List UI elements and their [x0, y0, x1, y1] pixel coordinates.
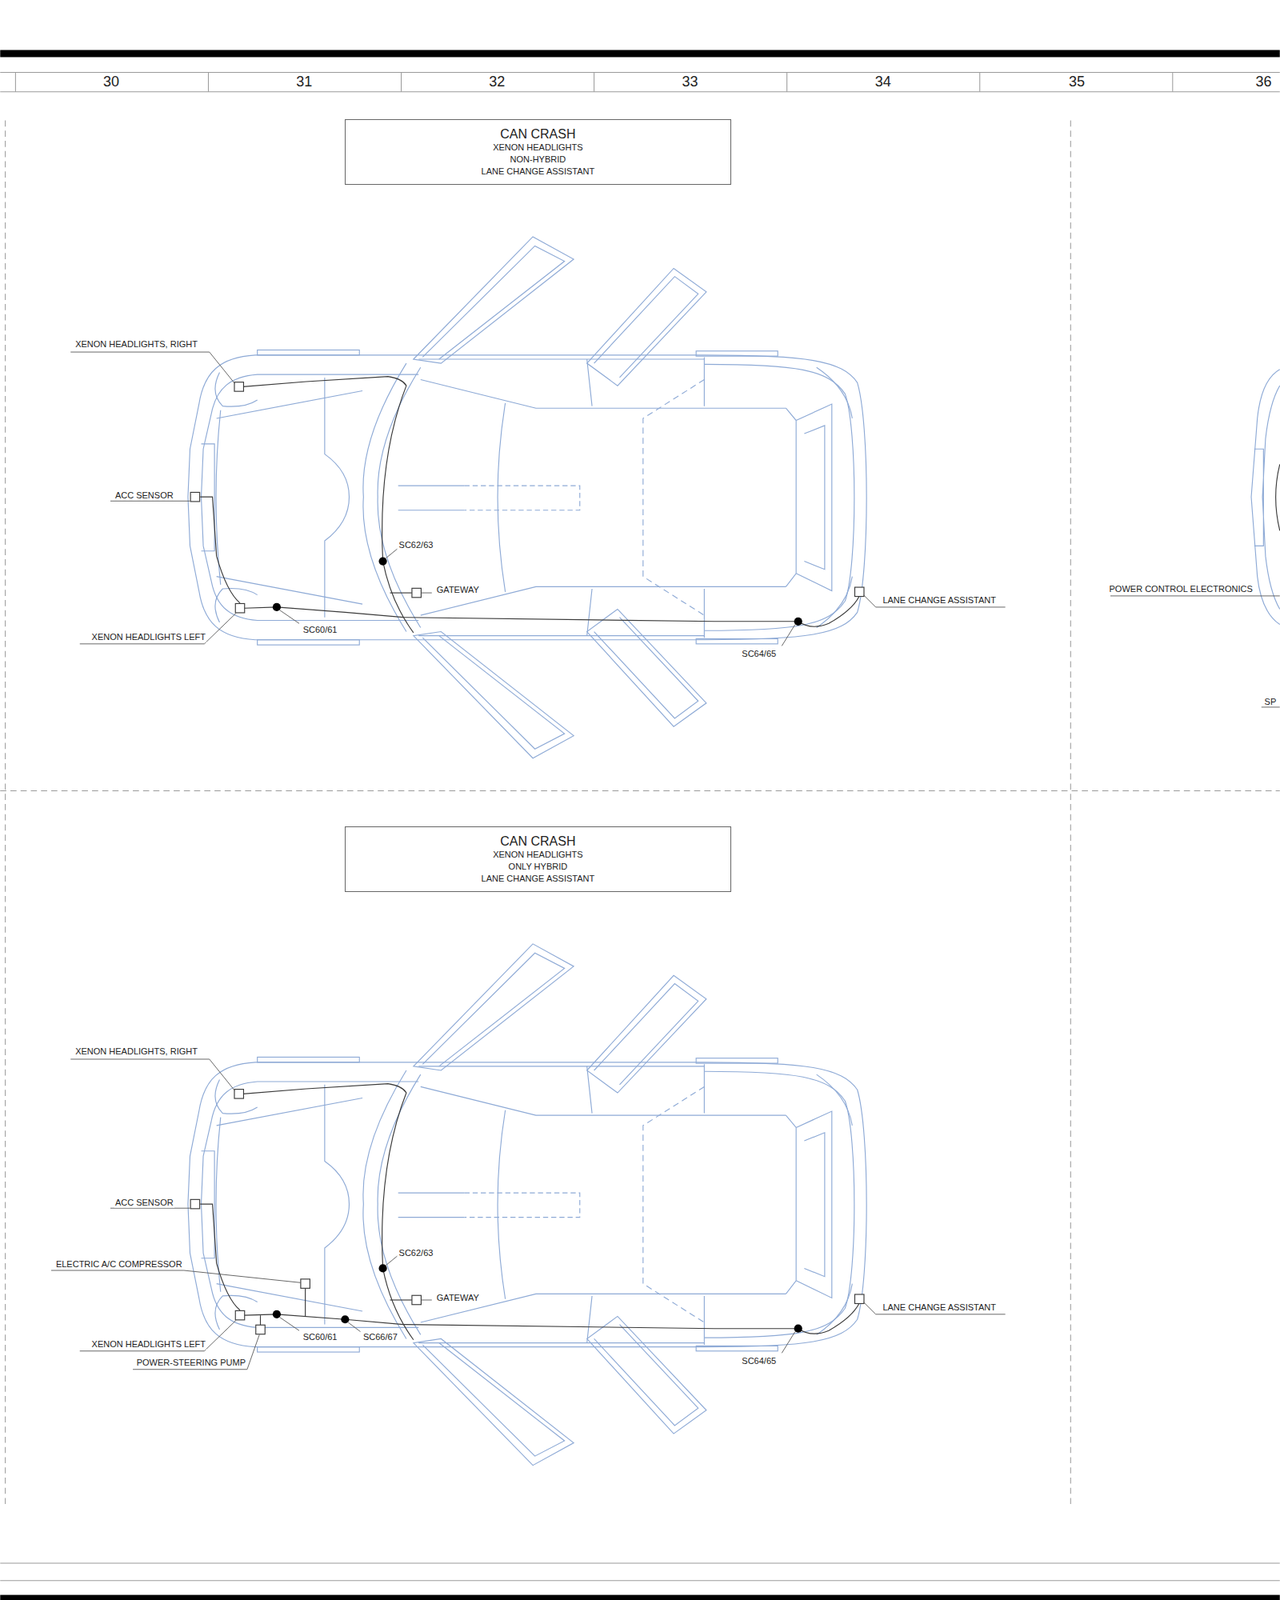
component-label: GATEWAY — [436, 584, 480, 596]
grid-number: 35 — [1068, 73, 1086, 91]
splice-label: SC62/63 — [398, 540, 435, 551]
component-label: ELECTRIC A/C COMPRESSOR — [55, 1258, 184, 1269]
splice-label: SC62/63 — [398, 1247, 435, 1258]
component-label: LANE CHANGE ASSISTANT — [881, 1302, 997, 1313]
grid-number: 32 — [488, 73, 506, 91]
drawing-line — [0, 120, 1280, 1509]
drawing-line — [15, 72, 1172, 92]
drawing-line — [1110, 596, 1280, 708]
splice-label: SC66/67 — [362, 1332, 399, 1343]
component-label: XENON HEADLIGHTS LEFT — [91, 632, 207, 643]
splice-label: SC60/61 — [302, 624, 339, 636]
drawing-line — [340, 1315, 349, 1324]
hybrid-extras — [51, 1270, 360, 1370]
drawing-line — [0, 1595, 1280, 1600]
box-heading: CAN CRASH — [356, 834, 719, 849]
car-top-view — [70, 236, 1005, 759]
box-text: NON-HYBRID — [356, 153, 719, 166]
splice-label: SC64/65 — [740, 648, 777, 659]
grid-number: 34 — [874, 73, 892, 91]
box-text: LANE CHANGE ASSISTANT — [356, 872, 719, 885]
component-label: XENON HEADLIGHTS LEFT — [91, 1339, 207, 1350]
component-label: GATEWAY — [436, 1292, 480, 1303]
splice-label: SC64/65 — [740, 1355, 777, 1366]
grid-number: 30 — [102, 73, 120, 91]
drawing-line — [300, 1279, 310, 1288]
grid-number: 31 — [295, 73, 313, 91]
grid-number: 33 — [681, 73, 700, 91]
box-text: ONLY HYBRID — [356, 860, 719, 873]
component-label: SP — [1264, 696, 1278, 707]
drawing-line — [0, 50, 1280, 58]
component-label: ACC SENSOR — [114, 1197, 175, 1208]
drawing-line — [260, 1288, 306, 1325]
drawing-line — [0, 72, 1280, 92]
component-label: POWER-STEERING PUMP — [136, 1357, 247, 1368]
grid-number: 36 — [1255, 73, 1273, 91]
splice-label: SC60/61 — [302, 1332, 339, 1343]
title-box: CAN CRASHXENON HEADLIGHTSNON-HYBRIDLANE … — [344, 119, 731, 185]
box-text: LANE CHANGE ASSISTANT — [356, 165, 719, 178]
component-label: POWER CONTROL ELECTRONICS — [1108, 584, 1254, 595]
car-top-view — [70, 944, 1005, 1466]
component-label: XENON HEADLIGHTS, RIGHT — [74, 1046, 199, 1057]
next-panel-fragment — [1110, 369, 1280, 708]
component-label: LANE CHANGE ASSISTANT — [881, 595, 997, 606]
component-label: XENON HEADLIGHTS, RIGHT — [74, 339, 199, 350]
title-box: CAN CRASHXENON HEADLIGHTSONLY HYBRIDLANE… — [344, 826, 731, 892]
component-label: ACC SENSOR — [114, 489, 175, 500]
box-text: XENON HEADLIGHTS — [356, 848, 719, 861]
drawing-line — [0, 1563, 1280, 1581]
drawing-line — [51, 1270, 360, 1370]
drawing-line — [1251, 369, 1280, 625]
drawing-line — [1276, 464, 1280, 531]
sheet-frame — [0, 50, 1280, 1600]
box-heading: CAN CRASH — [356, 127, 719, 142]
drawing-line — [256, 1324, 265, 1334]
box-text: XENON HEADLIGHTS — [356, 141, 719, 154]
